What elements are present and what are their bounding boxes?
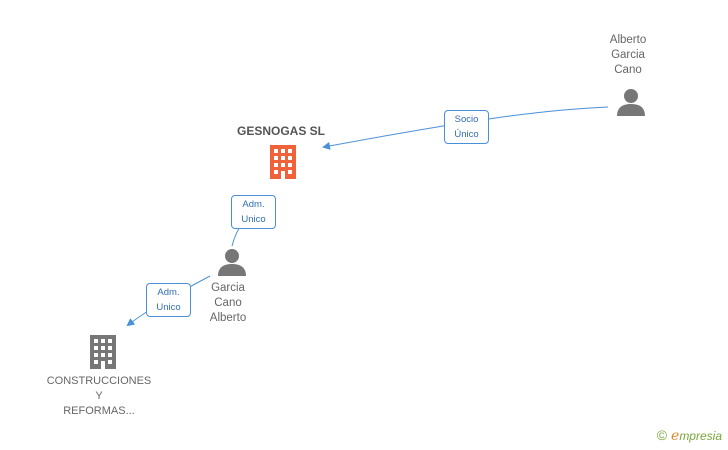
company-name-gesnogas[interactable]: GESNOGAS SL	[237, 124, 326, 138]
edge-socio-unico	[322, 106, 609, 150]
person-icon[interactable]	[217, 248, 247, 276]
building-icon[interactable]	[267, 145, 299, 179]
brand-initial: e	[671, 428, 680, 444]
brand-name: mpresia	[679, 429, 722, 443]
relation-badge-adm-unico-gesnogas[interactable]: Adm. Unico	[231, 195, 276, 229]
empresia-logo: ©empresia	[657, 427, 722, 444]
building-icon[interactable]	[87, 335, 119, 369]
person-label-garcia-cano-alberto[interactable]: Garcia Cano Alberto	[209, 282, 247, 324]
person-label-alberto-garcia-cano[interactable]: Alberto Garcia Cano	[609, 34, 647, 76]
company-label-construcciones[interactable]: CONSTRUCCIONES Y REFORMAS...	[46, 375, 152, 417]
relation-badge-adm-unico-construcciones[interactable]: Adm. Unico	[146, 283, 191, 317]
person-icon[interactable]	[616, 88, 646, 116]
copyright-icon: ©	[656, 427, 668, 443]
relation-badge-socio-unico[interactable]: Socio Único	[444, 110, 489, 144]
